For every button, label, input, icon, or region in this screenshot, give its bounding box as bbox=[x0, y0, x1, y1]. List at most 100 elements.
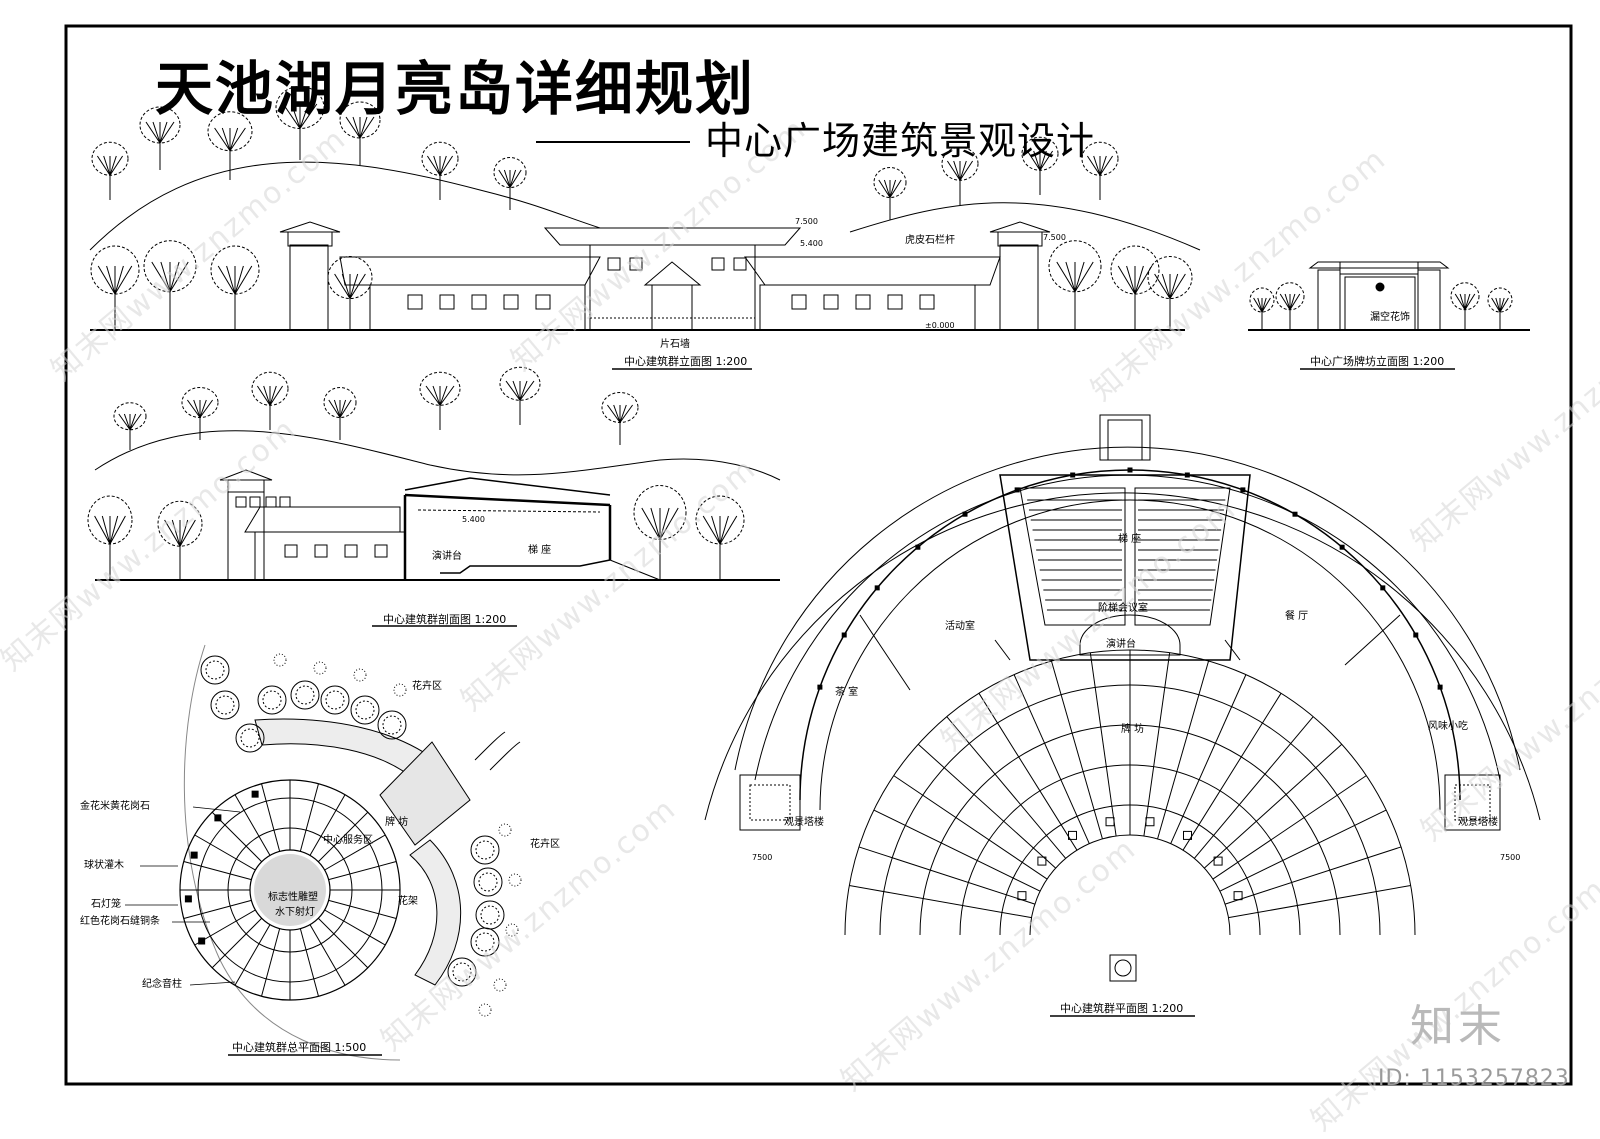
tree-canopy-icon bbox=[290, 680, 320, 710]
flower-icon bbox=[498, 823, 512, 837]
window-icon bbox=[284, 544, 298, 558]
gate-elevation-drawing bbox=[1248, 261, 1530, 331]
tree-canopy-icon bbox=[320, 685, 350, 715]
plaza-grid-line bbox=[234, 924, 271, 986]
bench-icon bbox=[1068, 830, 1077, 840]
tree-icon bbox=[157, 500, 203, 580]
window-icon bbox=[919, 294, 935, 310]
tree-canopy-icon bbox=[475, 900, 505, 930]
window-icon bbox=[471, 294, 487, 310]
fp-tower-right-label: 观景塔楼 bbox=[1458, 817, 1498, 828]
tree-canopy-icon bbox=[257, 685, 287, 715]
page-title: 天池湖月亮岛详细规划 bbox=[155, 55, 756, 123]
column-icon bbox=[1014, 487, 1020, 493]
bench-icon bbox=[1145, 817, 1155, 827]
tree-icon bbox=[421, 141, 459, 200]
tree-icon bbox=[1081, 141, 1119, 200]
column-icon bbox=[915, 544, 921, 550]
plaza-grid-line bbox=[309, 794, 346, 856]
plaza-grid-line bbox=[1224, 846, 1402, 905]
tree-icon bbox=[87, 495, 133, 580]
plaza-grid-line bbox=[1219, 809, 1387, 892]
tree-icon bbox=[251, 371, 289, 430]
window-icon bbox=[407, 294, 423, 310]
elevation-level-mid: 5.400 bbox=[800, 239, 823, 248]
brand-logo: 知末 bbox=[1410, 1001, 1506, 1052]
tree-icon bbox=[499, 366, 541, 425]
tree-icon bbox=[210, 245, 260, 330]
tree-icon bbox=[1048, 240, 1102, 330]
bench-icon bbox=[1037, 856, 1047, 866]
flower-bed-top-label: 花卉区 bbox=[412, 681, 442, 692]
fp-activity-label: 活动室 bbox=[945, 621, 975, 632]
window-icon bbox=[503, 294, 519, 310]
section-level-roof: 5.400 bbox=[462, 515, 485, 524]
plaza-grid-line bbox=[1157, 660, 1210, 840]
elevation-level-top: 7.500 bbox=[795, 217, 818, 226]
callout-label: 石灯笼 bbox=[91, 899, 121, 910]
tree-canopy-icon bbox=[447, 957, 477, 987]
floor-plan-caption: 中心建筑群平面图 1:200 bbox=[1060, 1002, 1184, 1015]
plaza-grid-line bbox=[946, 716, 1067, 859]
window-icon bbox=[279, 496, 291, 508]
tree-icon bbox=[1450, 282, 1480, 330]
fp-archway-label: 牌 坊 bbox=[1121, 724, 1145, 735]
plaza-grid-line bbox=[1182, 693, 1282, 851]
tree-icon bbox=[91, 141, 129, 200]
section-drawing bbox=[87, 366, 781, 581]
column-icon bbox=[1380, 585, 1386, 591]
tree-icon bbox=[339, 101, 381, 165]
column-icon bbox=[1413, 632, 1419, 638]
tree-icon bbox=[1487, 287, 1513, 330]
flower-icon bbox=[508, 873, 522, 887]
tree-icon bbox=[1249, 287, 1275, 330]
window-icon bbox=[607, 257, 621, 271]
column-icon bbox=[1184, 472, 1190, 478]
callout-label: 纪念音柱 bbox=[142, 979, 182, 990]
tree-icon bbox=[1021, 136, 1059, 195]
tree-icon bbox=[323, 387, 357, 440]
window-icon bbox=[823, 294, 839, 310]
fp-seating-label: 梯 座 bbox=[1118, 534, 1142, 545]
fp-podium-label: 演讲台 bbox=[1106, 639, 1136, 650]
plaza-grid-line bbox=[261, 928, 281, 997]
bench-icon bbox=[1183, 830, 1192, 840]
plaza-grid-line bbox=[1203, 743, 1343, 869]
tree-canopy-icon bbox=[473, 867, 503, 897]
flower-icon bbox=[353, 668, 367, 682]
column-icon bbox=[841, 632, 847, 638]
flower-bed-right-label: 花卉区 bbox=[530, 839, 560, 850]
plaza-grid-line bbox=[1050, 660, 1103, 840]
sculpture-label: 标志性雕塑 bbox=[268, 892, 318, 903]
stone-lantern-icon bbox=[190, 851, 198, 859]
underwater-light-label: 水下射灯 bbox=[275, 907, 315, 918]
stone-lantern-icon bbox=[184, 895, 192, 903]
archway-label: 牌 坊 bbox=[385, 817, 409, 828]
callout-label: 球状灌木 bbox=[84, 860, 124, 871]
elevation-caption: 中心建筑群立面图 1:200 bbox=[624, 355, 748, 368]
plaza-grid-line bbox=[309, 924, 346, 986]
tree-icon bbox=[1110, 245, 1160, 330]
plaza-grid-line bbox=[1193, 716, 1314, 859]
window-icon bbox=[314, 544, 328, 558]
plaza-grid-line bbox=[211, 917, 263, 969]
stone-wall-label: 片石墙 bbox=[660, 339, 690, 350]
bench-icon bbox=[1213, 856, 1223, 866]
fp-snacks-label: 风味小吃 bbox=[1428, 721, 1468, 732]
plaza-grid-line bbox=[328, 861, 397, 881]
tree-canopy-icon bbox=[350, 695, 380, 725]
callout-label: 金花米黄花岗石 bbox=[80, 801, 150, 812]
window-icon bbox=[439, 294, 455, 310]
plaza-grid-line bbox=[1170, 674, 1247, 844]
flower-icon bbox=[478, 1003, 492, 1017]
plaza-grid-line bbox=[183, 861, 252, 881]
elevation-drawing bbox=[89, 86, 1201, 331]
tree-icon bbox=[143, 240, 197, 330]
column-icon bbox=[874, 585, 880, 591]
plaza-grid-line bbox=[917, 743, 1057, 869]
tree-icon bbox=[493, 157, 527, 210]
plaza-grid-line bbox=[324, 834, 386, 871]
railing-label: 虎皮石栏杆 bbox=[905, 235, 955, 246]
window-icon bbox=[733, 257, 747, 271]
